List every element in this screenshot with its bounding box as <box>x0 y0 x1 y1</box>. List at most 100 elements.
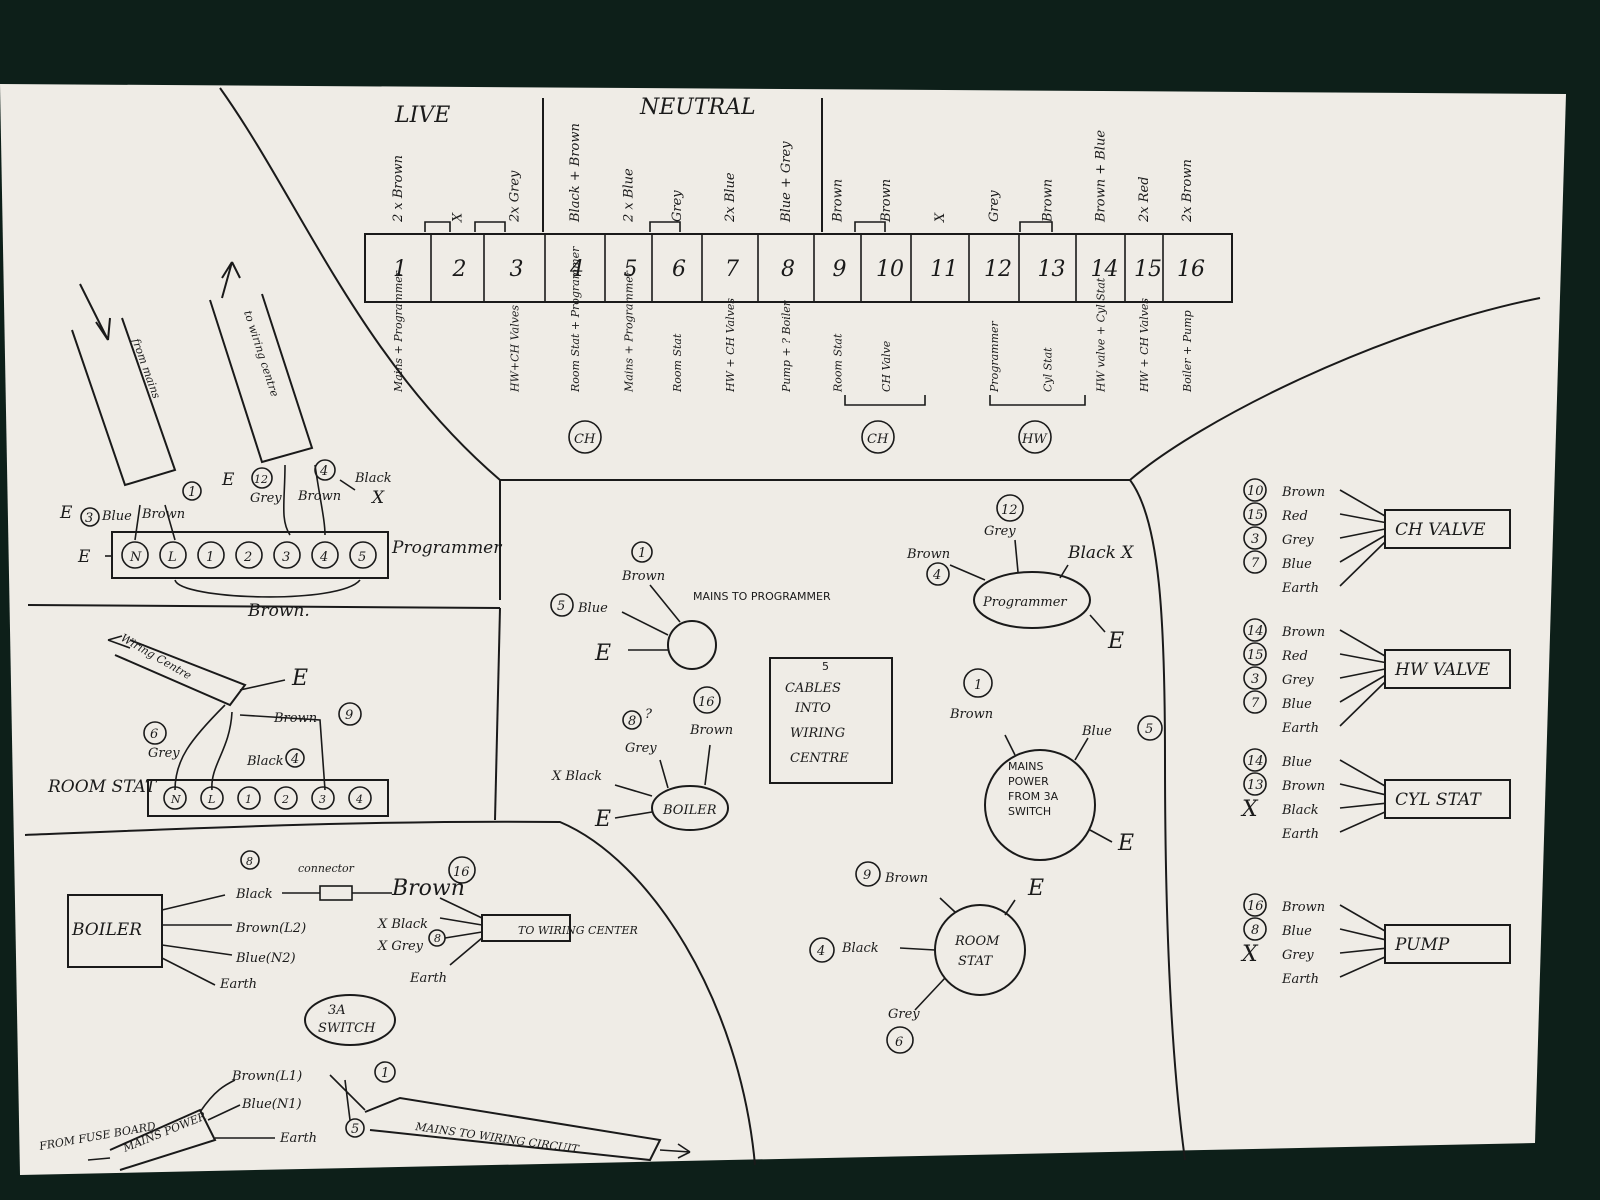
device-wire-terminal <box>1243 478 1267 502</box>
centre-prog-oval <box>973 571 1091 629</box>
terminal-bottom-label-5: Mains + Programmer <box>623 270 636 393</box>
boiler-box <box>67 894 163 968</box>
rs-circle-9: 9 <box>345 708 353 723</box>
terminal-bottom-label-12: Programmer <box>988 320 1001 393</box>
terminal-bottom-label-6: Room Stat <box>671 333 684 393</box>
terminal-bottom-label-8: Pump + ? Boiler <box>780 300 793 393</box>
boiler-circle-8: 8 <box>246 855 253 868</box>
boiler-wire-earth2: Earth <box>409 971 447 986</box>
device-wire-terminal-number: 8 <box>1251 923 1259 938</box>
device-wire-colour: Blue <box>1281 697 1312 712</box>
terminal-bottom-label-1: Mains + Programmer <box>392 270 405 393</box>
centre-boiler-xblack: X Black <box>551 769 602 784</box>
room-stat-cable <box>114 639 247 707</box>
device-wire-terminal-number: 14 <box>1247 624 1264 639</box>
switch-circle-5: 5 <box>351 1122 359 1137</box>
terminal-bottom-label-16: Boiler + Pump <box>1181 310 1194 393</box>
centre-note-line-5: CENTRE <box>790 751 849 766</box>
programmer-loop-wire <box>174 579 361 598</box>
paper-sheet <box>0 84 1566 1175</box>
centre-mp-c5: 5 <box>1145 722 1153 737</box>
centre-boiler-c16: 16 <box>698 695 715 710</box>
programmer-terminal-1 <box>197 541 225 569</box>
device-wire-line <box>1339 802 1386 809</box>
device-wire-terminal-number: 7 <box>1251 696 1260 711</box>
terminal-number-1: 1 <box>393 257 407 282</box>
device-wire-colour: Blue <box>1281 755 1312 770</box>
device-wire-line <box>1339 674 1386 703</box>
centre-rs-e: E <box>1027 876 1044 901</box>
centre-boiler-grey: Grey <box>625 741 657 756</box>
device-wire-line <box>1339 513 1386 524</box>
terminal-top-label-10: Brown <box>879 179 894 223</box>
centre-mains-to-programmer: MAINS TO PROGRAMMER 1 Brown 5 Blue E <box>550 541 831 670</box>
centre-mains-c1: 1 <box>638 546 646 561</box>
device-wire-line <box>1339 759 1386 787</box>
terminal-top-label-6: Grey <box>670 190 685 222</box>
neutral-heading: NEUTRAL <box>639 95 756 120</box>
device-wire-line <box>1339 681 1386 727</box>
device-wire-colour: Brown <box>1281 779 1325 794</box>
centre-boiler-q: ? <box>645 707 653 722</box>
centre-prog-e: E <box>1107 629 1124 654</box>
terminal-strip <box>364 233 1233 303</box>
programmer-terminal-label-1: 1 <box>206 550 214 565</box>
terminal-number-3: 3 <box>510 257 524 282</box>
room-stat-terminal-label-L: L <box>207 793 215 806</box>
centre-mains-power: MAINS POWER FROM 3A SWITCH 1 Brown Blue … <box>949 668 1163 861</box>
switch-brown-l1: Brown(L1) <box>231 1069 302 1084</box>
group-hw: HW <box>989 395 1086 454</box>
terminal-bottom-label-4: Room Stat + Programmer <box>569 246 582 393</box>
boiler-wire-xgrey: X Grey <box>377 939 424 954</box>
boiler-connector-label: connector <box>298 862 355 875</box>
room-stat-terminal-4 <box>348 786 372 810</box>
boiler-to-centre-label: TO WIRING CENTER <box>518 924 638 937</box>
switch-blue-n1: Blue(N1) <box>241 1097 302 1112</box>
divider-room-lower <box>494 607 501 821</box>
terminal-top-label-5: 2 x Blue <box>622 168 637 223</box>
terminal-number-8: 8 <box>781 257 795 282</box>
device-wire-terminal <box>1243 526 1267 550</box>
terminal-top-label-1: 2 x Brown <box>391 155 406 223</box>
device-box <box>1384 779 1511 819</box>
terminal-number-12: 12 <box>984 257 1012 282</box>
programmer-terminal-N <box>121 541 149 569</box>
switch-cable-out <box>364 1096 662 1162</box>
boiler-circle-16: 16 <box>453 865 470 880</box>
device-label: HW VALVE <box>1394 660 1491 680</box>
terminal-jumper <box>649 221 681 232</box>
device-wire-terminal <box>1243 550 1267 574</box>
prog-circle-1: 1 <box>188 485 196 500</box>
device-wire-terminal-number: 3 <box>1251 672 1259 687</box>
prog-wire-black: Black <box>354 471 392 486</box>
terminal-jumper <box>1019 221 1053 232</box>
device-wire-line <box>1339 653 1386 664</box>
boiler-to-centre-box <box>481 914 571 942</box>
device-wire-terminal-number: 13 <box>1247 778 1264 793</box>
device-wire-terminal <box>1243 772 1267 796</box>
centre-boiler-oval <box>651 785 729 831</box>
boiler-circle-8b: 8 <box>434 932 441 945</box>
terminal-bottom-label-3: HW+CH Valves <box>509 305 522 393</box>
centre-rs-brown: Brown <box>884 871 928 886</box>
room-stat-terminal-label-3: 3 <box>319 793 326 806</box>
centre-note-line-3: INTO <box>794 701 831 716</box>
terminal-number-16: 16 <box>1177 257 1205 282</box>
group-hw-label: HW <box>1021 432 1048 447</box>
group-ch-1: CH <box>568 420 602 454</box>
programmer-terminal-3 <box>273 541 301 569</box>
centre-rs-black: Black <box>841 941 879 956</box>
device-wire-terminal-number: 15 <box>1247 508 1264 523</box>
device-wire-terminal-number: 16 <box>1247 899 1264 914</box>
device-wire-line <box>1339 811 1386 833</box>
centre-prog-black: Black X <box>1067 543 1134 563</box>
programmer-terminal-block <box>111 531 389 579</box>
prog-wire-grey: Grey <box>250 491 282 506</box>
terminal-top-label-7: 2x Blue <box>723 172 738 223</box>
device-wire-colour: Earth <box>1281 721 1319 736</box>
group-ch-2: CH <box>844 395 926 454</box>
rs-wire-black: Black <box>246 754 284 769</box>
